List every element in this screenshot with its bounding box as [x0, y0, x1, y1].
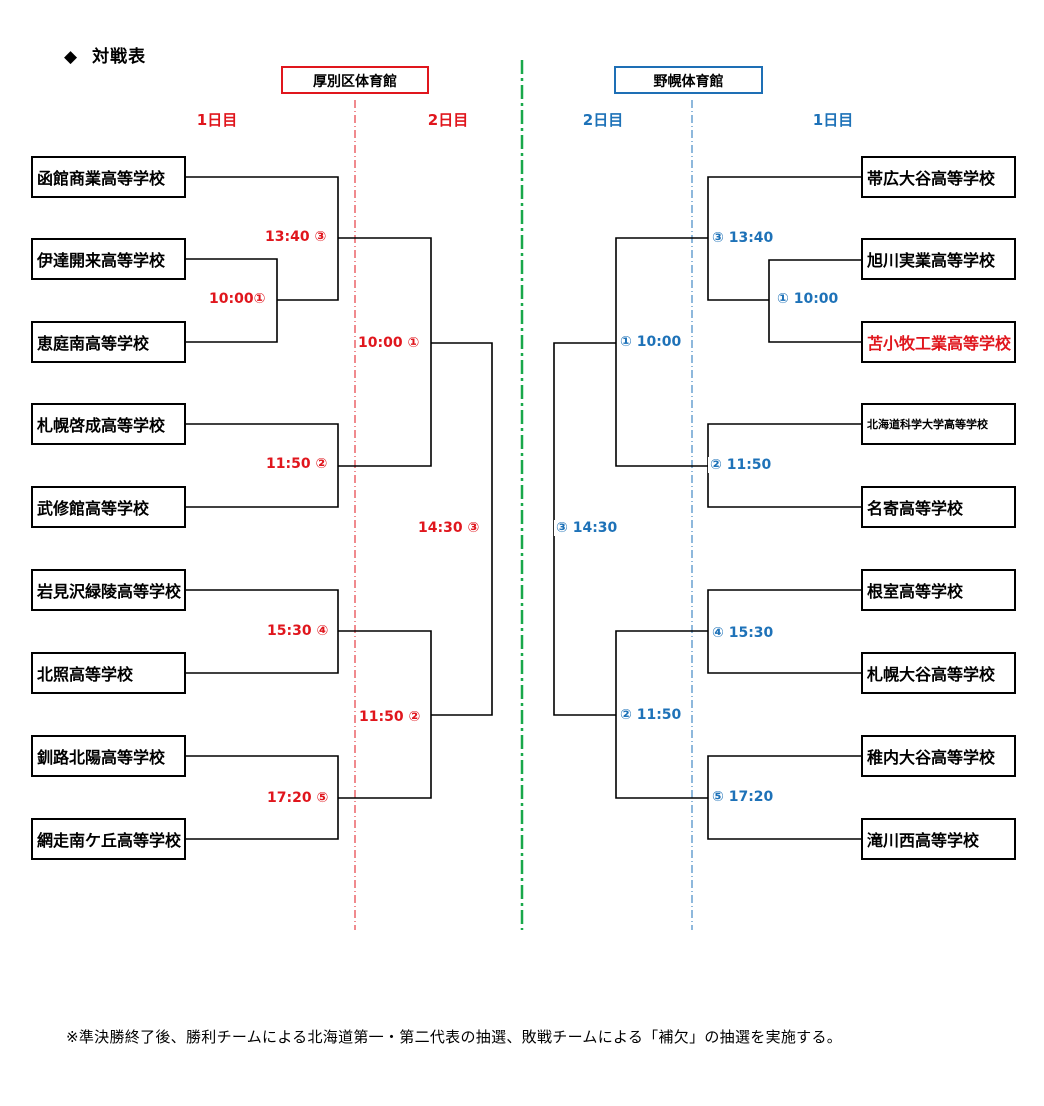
team-left-1: 函館商業高等学校 [31, 156, 186, 198]
match-left-5: 17:20 ⑤ [265, 790, 331, 806]
team-right-5: 名寄高等学校 [861, 486, 1016, 528]
team-right-3: 苫小牧工業高等学校 [861, 321, 1016, 363]
match-left-4: 15:30 ④ [265, 623, 331, 639]
match-right-sf2: ② 11:50 [618, 707, 684, 723]
team-right-2: 旭川実業高等学校 [861, 238, 1016, 280]
day-label-right-1: 1日目 [812, 111, 854, 129]
team-right-4: 北海道科学大学高等学校 [861, 403, 1016, 445]
match-left-sf2: 11:50 ② [357, 709, 423, 725]
venue-left: 厚別区体育館 [281, 66, 429, 94]
team-right-7: 札幌大谷高等学校 [861, 652, 1016, 694]
match-left-final: 14:30 ③ [416, 520, 482, 536]
left-bracket [185, 176, 493, 840]
team-right-6: 根室高等学校 [861, 569, 1016, 611]
team-left-7: 北照高等学校 [31, 652, 186, 694]
diamond-icon: ◆ [64, 47, 79, 67]
team-left-4: 札幌啓成高等学校 [31, 403, 186, 445]
match-left-2: 11:50 ② [264, 456, 330, 472]
team-right-8: 稚内大谷高等学校 [861, 735, 1016, 777]
day-label-left-2: 2日目 [427, 111, 469, 129]
page-title: ◆ 対戦表 [64, 42, 146, 67]
team-left-9: 網走南ケ丘高等学校 [31, 818, 186, 860]
match-right-1: ① 10:00 [775, 291, 841, 307]
title-text: 対戦表 [92, 47, 147, 67]
day-label-left-1: 1日目 [196, 111, 238, 129]
team-right-1: 帯広大谷高等学校 [861, 156, 1016, 198]
team-left-5: 武修館高等学校 [31, 486, 186, 528]
match-left-sf1: 10:00 ① [356, 335, 422, 351]
match-right-5: ⑤ 17:20 [710, 789, 776, 805]
match-right-4: ④ 15:30 [710, 625, 776, 641]
team-left-3: 恵庭南高等学校 [31, 321, 186, 363]
match-right-3: ③ 13:40 [710, 230, 776, 246]
team-left-8: 釧路北陽高等学校 [31, 735, 186, 777]
footnote: ※準決勝終了後、勝利チームによる北海道第一・第二代表の抽選、敗戦チームによる「補… [66, 1028, 843, 1046]
match-left-1: 10:00① [207, 291, 268, 307]
match-right-final: ③ 14:30 [554, 520, 620, 536]
match-right-2: ② 11:50 [708, 457, 774, 473]
team-right-9: 滝川西高等学校 [861, 818, 1016, 860]
match-right-sf1: ① 10:00 [618, 334, 684, 350]
venue-right: 野幌体育館 [614, 66, 763, 94]
day-label-right-2: 2日目 [582, 111, 624, 129]
match-left-3: 13:40 ③ [263, 229, 329, 245]
team-left-6: 岩見沢緑陵高等学校 [31, 569, 186, 611]
team-left-2: 伊達開来高等学校 [31, 238, 186, 280]
right-bracket [553, 176, 862, 840]
